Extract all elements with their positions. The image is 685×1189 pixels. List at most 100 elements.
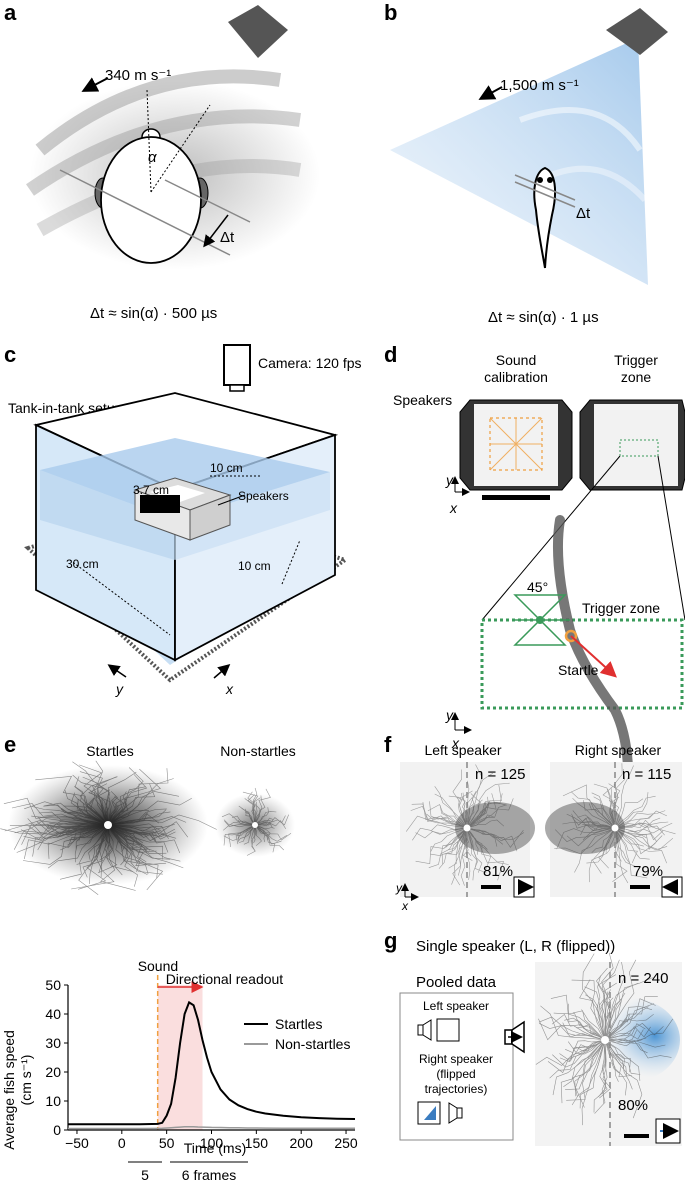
speaker-icon xyxy=(504,1020,525,1054)
camera-label: Camera: 120 fps xyxy=(258,355,362,371)
dt-label-a: Δt xyxy=(220,229,235,246)
calibration-tank xyxy=(459,399,573,491)
sound-calibration-label-2: calibration xyxy=(484,369,548,385)
formula-b: Δt ≈ sin(α) · 1 µs xyxy=(488,309,599,326)
y-axis-label-2: (cm s⁻¹) xyxy=(18,1055,34,1106)
right-speaker-label-1: Right speaker xyxy=(419,1052,493,1066)
n-label-g: n = 240 xyxy=(618,970,668,987)
pct-label-g: 80% xyxy=(618,1097,648,1114)
trigger-zone-label-1: Trigger xyxy=(614,352,658,368)
right-speaker-title: Right speaker xyxy=(575,742,662,758)
panel-e: e Startles Non-startles xyxy=(0,732,296,895)
x-tick-label: 150 xyxy=(245,1135,269,1151)
y-axis-label-1: Average fish speed xyxy=(1,1030,17,1150)
axis-y-d-top: y xyxy=(445,472,454,488)
legend-startles: Startles xyxy=(275,1016,322,1032)
right-pct-label: 79% xyxy=(633,863,663,880)
tank-icon xyxy=(436,1018,460,1042)
nonstartles-title: Non-startles xyxy=(220,743,295,759)
x-tick-label: 0 xyxy=(118,1135,126,1151)
right-n-label: n = 115 xyxy=(622,766,671,783)
axis-x-d-bottom: x xyxy=(451,735,460,751)
sound-beam-water xyxy=(390,38,648,285)
tank-diagram xyxy=(24,392,350,683)
axis-x-c: x xyxy=(225,681,234,697)
panel-letter-d: d xyxy=(384,342,397,367)
scale-bar xyxy=(624,1134,649,1138)
legend-nonstartles: Non-startles xyxy=(275,1036,350,1052)
sound-calibration-label-1: Sound xyxy=(496,352,536,368)
panel-letter-e: e xyxy=(4,732,16,757)
tank-icon xyxy=(417,1101,441,1125)
alpha-label: α xyxy=(148,149,157,166)
startles-trajectories xyxy=(0,760,217,895)
axis-y-d-bottom: y xyxy=(445,707,454,723)
dim-10cm-top: 10 cm xyxy=(210,461,243,475)
readout-window xyxy=(157,985,203,1130)
pooled-data-label: Pooled data xyxy=(416,974,497,991)
x-tick-label: −50 xyxy=(65,1135,89,1151)
speakers-label-c: Speakers xyxy=(238,489,289,503)
x-tick-label: 50 xyxy=(159,1135,175,1151)
nonstartles-trajectories xyxy=(215,787,295,857)
angle-indicator xyxy=(512,594,570,646)
panel-f: f Left speaker Right speaker n = 125 n =… xyxy=(384,732,683,913)
right-arrow-icon xyxy=(655,1118,681,1144)
y-tick-label: 20 xyxy=(45,1064,61,1080)
speaker-icon xyxy=(417,1019,432,1041)
dim-30cm: 30 cm xyxy=(66,557,99,571)
axis-y-f: y xyxy=(395,881,403,895)
panel-b: b 1,500 m s⁻¹ Δt Δt ≈ sin(α) · 1 µs xyxy=(384,0,668,326)
arrow-icon xyxy=(213,664,231,679)
trigger-point xyxy=(564,629,578,643)
right-arrow-icon xyxy=(513,876,535,898)
arrow-icon xyxy=(107,664,127,678)
speaker-icon xyxy=(606,8,668,55)
speaker-icon xyxy=(448,1102,463,1124)
x-tick-label: 100 xyxy=(200,1135,224,1151)
left-n-label: n = 125 xyxy=(475,766,525,783)
panel-c: c Camera: 120 fps Tank-in-tank setup xyxy=(4,342,362,697)
camera-icon xyxy=(223,344,251,392)
axis-x-d-top: x xyxy=(449,500,458,516)
speakers-label-d: Speakers xyxy=(393,392,452,408)
chart-series xyxy=(68,1000,356,1130)
speed-chart: Sound Directional readout 01020304050−50… xyxy=(1,958,358,1183)
directional-readout-label: Directional readout xyxy=(166,971,284,987)
scale-bar xyxy=(482,495,550,500)
panel-a: a 340 m s⁻¹ α Δt Δt ≈ sin(α) · 500 µs xyxy=(4,0,320,322)
frames-5-label: 5 xyxy=(141,1167,149,1183)
startles-title: Startles xyxy=(86,743,133,759)
panel-g: g Single speaker (L, R (flipped)) Pooled… xyxy=(384,928,682,1146)
panel-letter-b: b xyxy=(384,0,397,25)
y-tick-label: 10 xyxy=(45,1093,61,1109)
dt-label-b: Δt xyxy=(576,205,591,222)
left-arrow-icon xyxy=(661,876,683,898)
head-diagram xyxy=(59,89,251,264)
y-tick-label: 40 xyxy=(45,1006,61,1022)
speed-air-label: 340 m s⁻¹ xyxy=(105,67,171,84)
y-tick-label: 0 xyxy=(53,1122,61,1138)
panel-letter-a: a xyxy=(4,0,17,25)
angle-label: 45° xyxy=(527,579,548,595)
x-axis-label: Time (ms) xyxy=(184,1140,246,1156)
dim-10cm-side: 10 cm xyxy=(238,559,271,573)
formula-a: Δt ≈ sin(α) · 500 µs xyxy=(90,305,217,322)
trigger-zone-inner-label: Trigger zone xyxy=(582,600,660,616)
panel-g-title: Single speaker (L, R (flipped)) xyxy=(416,938,615,955)
speaker-icon xyxy=(228,5,288,58)
series-line-startles xyxy=(68,1000,356,1126)
panel-letter-c: c xyxy=(4,342,16,367)
fish-track xyxy=(553,515,634,805)
panel-d: d Sound calibration Trigger zone Speaker… xyxy=(384,342,685,805)
left-pct-label: 81% xyxy=(483,863,513,880)
left-speaker-label-g: Left speaker xyxy=(423,999,489,1013)
speed-water-label: 1,500 m s⁻¹ xyxy=(500,77,579,94)
trigger-zone-label-2: zone xyxy=(621,369,652,385)
right-speaker-label-3: trajectories) xyxy=(425,1082,488,1096)
left-speaker-title: Left speaker xyxy=(424,742,501,758)
axis-x-f: x xyxy=(401,899,409,913)
axis-y-c: y xyxy=(115,681,124,697)
